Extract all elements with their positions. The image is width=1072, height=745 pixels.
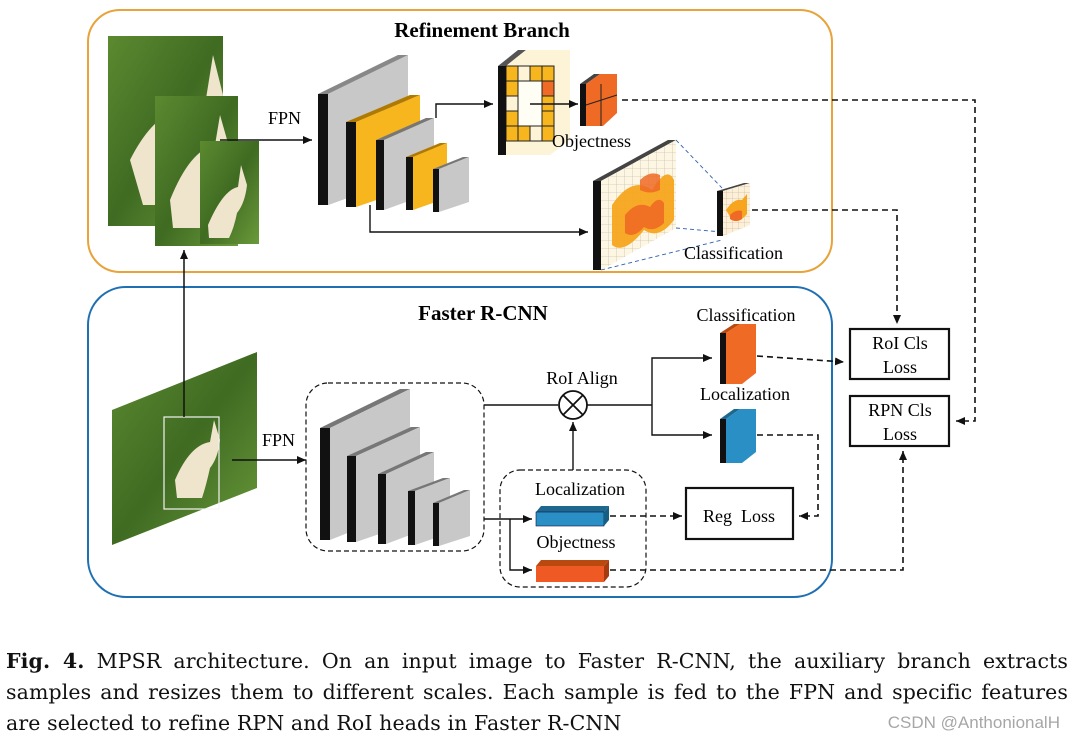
- rpn-localization-head: [535, 506, 609, 527]
- roi-cls-loss-line1: RoI Cls: [872, 333, 928, 353]
- roi-classification-label: Classification: [697, 305, 796, 325]
- mpsr-architecture-diagram: Refinement Branch FPN: [87, 9, 976, 598]
- faster-fpn-label: FPN: [262, 430, 295, 450]
- roi-cls-loss-box: RoI Cls Loss: [848, 327, 951, 381]
- roi-localization-label: Localization: [700, 384, 790, 404]
- refinement-fpn-pyramid: [318, 55, 469, 212]
- rpn-objectness-arrow: [509, 519, 532, 574]
- rpn-container: [499, 469, 647, 588]
- faster-rcnn-title: Faster R-CNN: [418, 301, 548, 325]
- refinement-branch-box: [87, 9, 833, 273]
- faster-fpn-container: [305, 382, 485, 552]
- refinement-zoom-lines: [600, 139, 723, 271]
- refinement-classification-arrow: [369, 205, 588, 236]
- roi-align-label: RoI Align: [546, 368, 618, 388]
- roi-cls-loss-line2: Loss: [883, 357, 917, 377]
- rpn-localization-label: Localization: [535, 479, 625, 499]
- refinement-fpn-label: FPN: [268, 108, 301, 128]
- faster-rcnn-box: [87, 286, 833, 598]
- refinement-objectness-output: [580, 74, 618, 126]
- roi-localization-arrow: [651, 405, 712, 439]
- rpn-cls-loss-line2: Loss: [883, 424, 917, 444]
- rpn-objectness-head: [536, 560, 609, 582]
- watermark: CSDN @AnthonionalH: [887, 713, 1060, 732]
- figure-label: Fig. 4.: [6, 649, 85, 673]
- rpn-cls-loss-box: RPN Cls Loss: [848, 394, 951, 448]
- refinement-classification-feature: [593, 140, 676, 270]
- roi-align-operator: [558, 390, 588, 420]
- rpn-objectness-label: Objectness: [537, 532, 616, 552]
- rpn-cls-loss-line1: RPN Cls: [868, 400, 932, 420]
- refinement-branch-title: Refinement Branch: [394, 18, 570, 42]
- refinement-classification-output: [717, 183, 750, 236]
- faster-fpn-pyramid: [320, 389, 470, 546]
- sample-box: [163, 416, 220, 510]
- roi-classification-head: [720, 324, 756, 384]
- reg-loss-label: Reg Loss: [703, 506, 775, 526]
- loss-connections: [610, 99, 976, 571]
- refinement-objectness-arrow: [435, 100, 493, 118]
- roi-localization-head: [720, 409, 756, 463]
- figure-caption: Fig. 4. MPSR architecture. On an input i…: [6, 646, 1068, 739]
- roi-classification-arrow: [651, 354, 712, 405]
- caption-text: MPSR architecture. On an input image to …: [6, 649, 1068, 735]
- refinement-sample-images: [108, 36, 259, 246]
- refinement-objectness-label: Objectness: [552, 131, 631, 151]
- input-image: [112, 352, 257, 545]
- reg-loss-box: Reg Loss: [684, 486, 795, 541]
- refinement-classification-label: Classification: [684, 243, 783, 263]
